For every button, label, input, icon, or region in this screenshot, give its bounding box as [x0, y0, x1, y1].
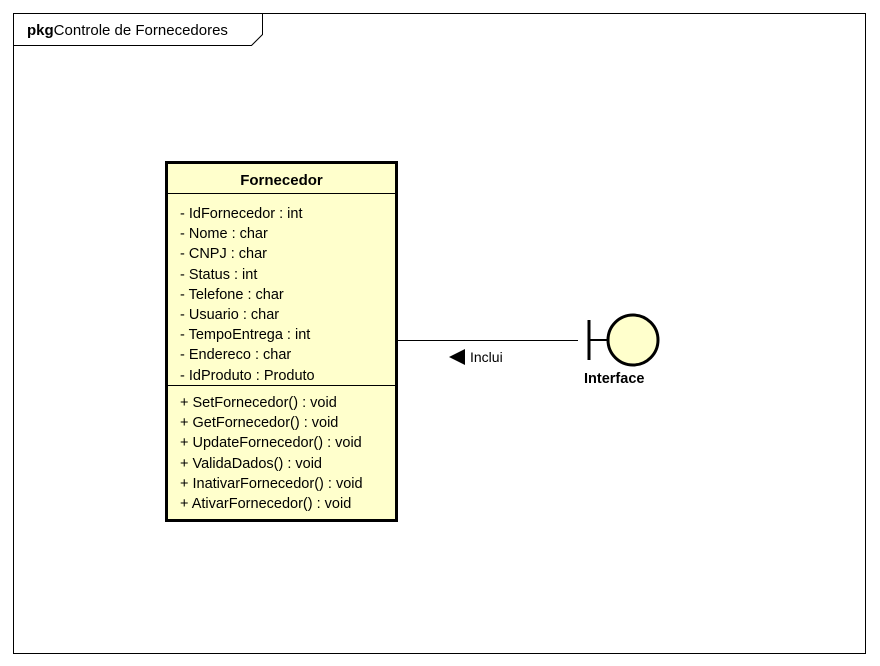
class-operations: + SetFornecedor() : void + GetFornecedor…: [168, 386, 395, 514]
attribute-row: - Status : int: [180, 266, 258, 283]
attribute-row: - IdFornecedor : int: [180, 206, 303, 222]
class-attributes: - IdFornecedor : int - Nome : char - CNP…: [168, 194, 395, 386]
package-tab-outline: [13, 13, 263, 46]
attribute-row: - Nome : char: [180, 226, 268, 243]
association-arrow-icon: [449, 349, 465, 365]
operation-row: + SetFornecedor() : void: [180, 395, 337, 411]
package-title: pkgControle de Fornecedores: [27, 22, 228, 39]
association-label: Inclui: [470, 349, 503, 365]
boundary-label: Interface: [584, 371, 645, 387]
class-name: Fornecedor: [168, 164, 395, 194]
package-keyword: pkg: [27, 22, 54, 39]
operation-row: + AtivarFornecedor() : void: [180, 495, 352, 512]
attribute-row: - Usuario : char: [180, 306, 280, 323]
package-name: Controle de Fornecedores: [53, 22, 228, 39]
attribute-row: - Telefone : char: [180, 286, 284, 303]
attribute-row: - Endereco : char: [180, 347, 292, 364]
attribute-row: - CNPJ : char: [180, 246, 268, 263]
attribute-row: - TempoEntrega : int: [180, 327, 311, 344]
operation-row: + ValidaDados() : void: [180, 455, 322, 472]
boundary-icon[interactable]: [587, 313, 660, 367]
attribute-row: - IdProduto : Produto: [180, 367, 315, 384]
operation-row: + UpdateFornecedor() : void: [180, 435, 362, 452]
operation-row: + GetFornecedor() : void: [180, 415, 339, 432]
operation-row: + InativarFornecedor() : void: [180, 475, 363, 492]
class-fornecedor[interactable]: Fornecedor - IdFornecedor : int - Nome :…: [165, 161, 398, 522]
